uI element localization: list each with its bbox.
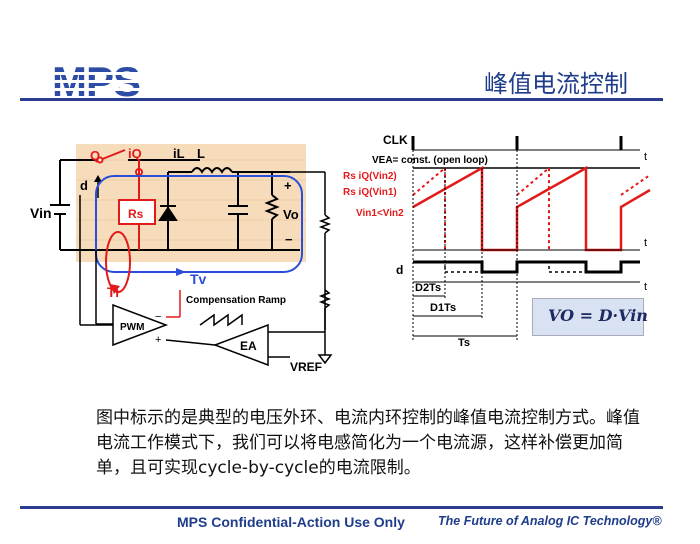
footer-rule <box>20 506 663 509</box>
vo-minus: − <box>285 232 293 247</box>
formula: VO = D·Vin <box>548 306 648 325</box>
ea-amplifier <box>212 323 269 367</box>
q-label: Q <box>90 148 100 163</box>
d-label: d <box>80 178 88 193</box>
pwm-minus: − <box>155 311 161 323</box>
iq-vin1-waveform <box>412 165 651 252</box>
vo-plus: + <box>284 178 292 193</box>
l-label: L <box>197 146 205 161</box>
inductor <box>191 167 233 174</box>
capacitor <box>228 172 248 250</box>
rs-iq-vin1-label: Rs iQ(Vin1) <box>343 187 397 198</box>
d-waveform <box>413 260 640 274</box>
t-label-1: t <box>644 151 647 163</box>
pwm-label: PWM <box>120 322 144 333</box>
vin-source <box>50 159 300 251</box>
footer-tagline: The Future of Analog IC Technology® <box>438 514 662 528</box>
rs-iq-vin2-label: Rs iQ(Vin2) <box>343 171 397 182</box>
rs-resistor <box>118 199 156 225</box>
vea-label: VEA= const. (open loop) <box>372 155 488 166</box>
switch-q <box>96 149 126 164</box>
current-loop <box>105 231 131 293</box>
pwm-plus: + <box>155 334 161 346</box>
rs-label: Rs <box>128 207 144 221</box>
body-paragraph: 图中标示的是典型的电压外环、电流内环控制的峰值电流控制方式。峰值电流工作模式下，… <box>96 408 640 478</box>
d-wave-label: d <box>396 263 403 277</box>
dimension-arrows <box>413 295 517 337</box>
vo-label: Vo <box>283 207 299 222</box>
vin-relation-label: Vin1<Vin2 <box>356 208 404 219</box>
voltage-loop <box>95 175 303 273</box>
slide-title: 峰值电流控制 <box>484 70 628 98</box>
header-rule <box>20 98 663 101</box>
mps-logo: MPS <box>50 60 170 100</box>
guides <box>412 150 518 340</box>
t-label-3: t <box>644 281 647 293</box>
iq-label: iQ <box>128 146 142 161</box>
footer-confidential: MPS Confidential-Action Use Only <box>177 514 405 530</box>
il-label: iL <box>173 146 185 161</box>
vref-label: VREF <box>290 360 322 374</box>
ts-label: Ts <box>458 337 470 349</box>
ti-label: Ti <box>107 284 119 300</box>
ea-label: EA <box>240 339 257 353</box>
waveforms: CLK t VEA= const. (open loop) Rs iQ(Vin2… <box>343 133 651 349</box>
d2ts-label: D2Ts <box>415 282 441 294</box>
diode <box>158 172 178 250</box>
clk-pulses <box>411 136 623 150</box>
vin-label: Vin <box>30 205 52 221</box>
d-waveform-dotted <box>413 261 621 273</box>
shade-grid <box>76 159 306 241</box>
d1ts-label: D1Ts <box>430 302 456 314</box>
formula-box <box>532 298 644 336</box>
iq-vin2-waveform <box>412 165 651 250</box>
ramp-symbol <box>199 313 243 327</box>
tv-label: Tv <box>190 271 207 287</box>
clk-label: CLK <box>383 133 408 147</box>
t-label-2: t <box>644 237 647 249</box>
comp-ramp-label: Compensation Ramp <box>186 295 286 306</box>
